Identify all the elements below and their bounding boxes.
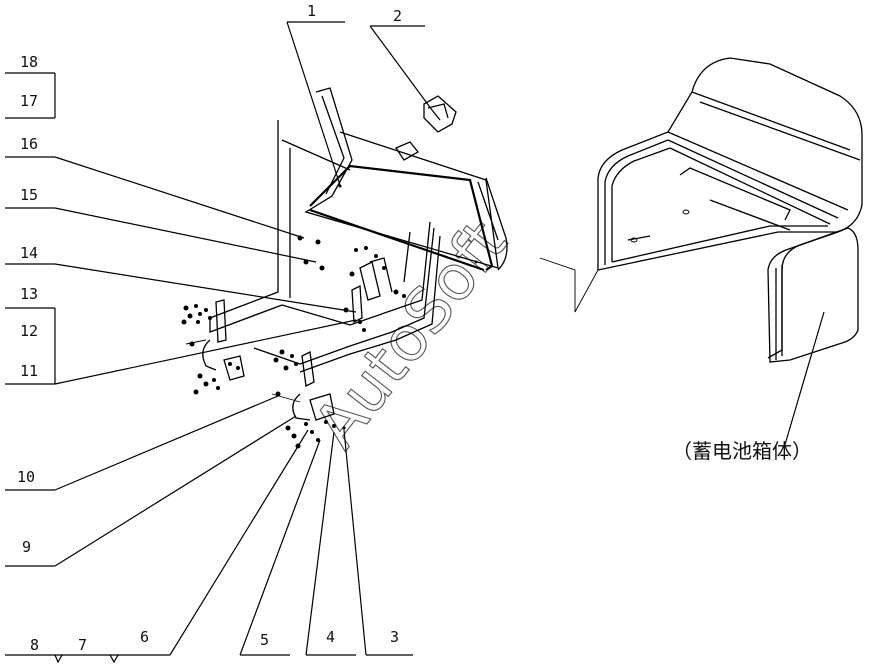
label-13: 13 (20, 285, 38, 303)
label-15: 15 (20, 186, 38, 204)
label-5: 5 (260, 631, 269, 649)
part-number-labels: 1 2 3 4 5 6 7 8 9 10 11 12 13 14 15 16 1… (17, 2, 812, 654)
label-3: 3 (390, 628, 399, 646)
latch-part-2 (395, 95, 457, 161)
label-4: 4 (326, 628, 335, 646)
battery-box-body (539, 57, 863, 363)
label-6: 6 (140, 628, 149, 646)
leader-lines (5, 21, 825, 664)
assembly-caption: （蓄电池箱体） (672, 439, 812, 463)
label-2: 2 (393, 7, 402, 25)
label-8: 8 (30, 636, 39, 654)
label-16: 16 (20, 135, 38, 153)
label-12: 12 (20, 322, 38, 340)
label-7: 7 (78, 636, 87, 654)
label-18: 18 (20, 53, 38, 71)
battery-frame (209, 120, 441, 373)
label-10: 10 (17, 468, 35, 486)
label-17: 17 (20, 92, 38, 110)
label-1: 1 (307, 2, 316, 20)
label-14: 14 (20, 244, 38, 262)
lid-part-1 (304, 87, 508, 272)
label-9: 9 (22, 538, 31, 556)
label-11: 11 (20, 362, 38, 380)
